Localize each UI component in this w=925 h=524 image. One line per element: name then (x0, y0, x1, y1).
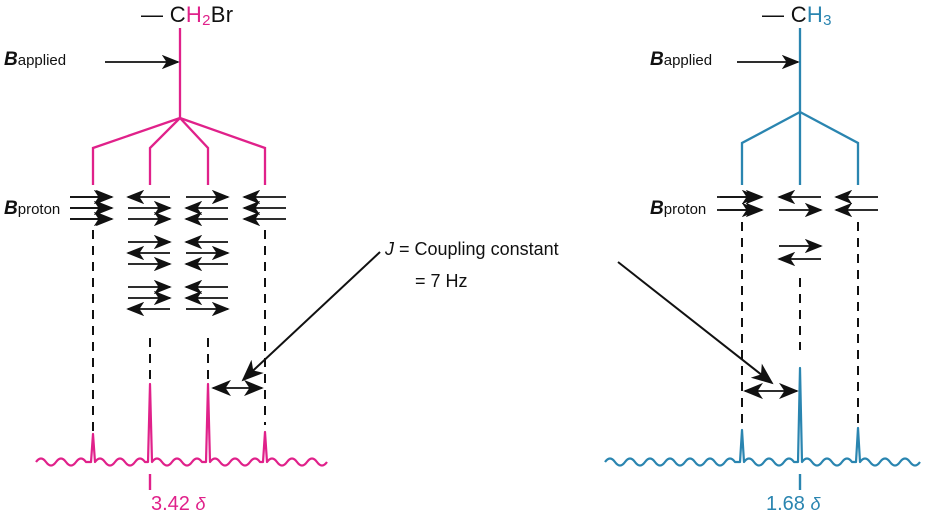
coupling-pointer-arrow-right (617, 261, 774, 385)
right-delta-unit: δ (810, 494, 821, 514)
right-b-applied-symbol: B (650, 49, 664, 70)
coupling-constant-value: = 7 Hz (415, 271, 468, 291)
right-delta-value: 1.68 (766, 493, 805, 515)
coupling-constant-label: J = Coupling constant (385, 240, 559, 258)
left-b-applied-symbol: B (4, 49, 18, 70)
left-delta-value: 3.42 (151, 493, 190, 515)
coupling-j-symbol: J (385, 239, 394, 259)
left-delta-label: 3.42 δ (151, 494, 206, 514)
right-dashed-droplines (741, 222, 859, 428)
left-b-applied-label: Bapplied (4, 50, 66, 69)
right-spectrum-trace (604, 366, 921, 490)
right-delta-label: 1.68 δ (766, 494, 821, 514)
right-splitting-tree (740, 28, 860, 185)
right-formula-colored: H (806, 2, 824, 27)
left-formula-suffix: Br (210, 2, 234, 27)
right-formula: — CH3 (762, 2, 832, 29)
left-formula-prefix: — C (141, 2, 186, 27)
right-spin-group-3 (834, 189, 878, 218)
left-spectrum-trace (35, 382, 328, 490)
left-b-proton-subscript: proton (17, 201, 61, 218)
left-b-applied-subscript: applied (17, 52, 67, 69)
left-b-proton-label: Bproton (4, 199, 60, 218)
left-formula-subscript: 2 (202, 12, 211, 29)
left-delta-unit: δ (195, 494, 206, 514)
right-b-applied-label: Bapplied (650, 50, 712, 69)
right-spin-group-1 (720, 189, 764, 218)
right-b-proton-subscript: proton (663, 201, 707, 218)
right-b-proton-connector (717, 189, 760, 218)
right-b-proton-label: Bproton (650, 199, 706, 218)
left-b-proton-symbol: B (4, 198, 18, 219)
right-b-applied-subscript: applied (663, 52, 713, 69)
left-dashed-droplines (92, 230, 266, 432)
left-formula-colored: H (185, 2, 203, 27)
coupling-pointer-arrow-left (241, 251, 381, 382)
coupling-line1: = Coupling constant (394, 239, 559, 259)
left-spin-group-4 (242, 189, 286, 227)
left-splitting-tree (91, 28, 267, 185)
left-spin-group-3 (184, 189, 230, 317)
left-spin-group-2 (126, 189, 172, 317)
right-b-proton-symbol: B (650, 198, 664, 219)
left-spin-group-1 (70, 189, 114, 227)
right-formula-prefix: — C (762, 2, 807, 27)
right-spin-group-2 (777, 189, 823, 267)
left-formula: — CH2Br (141, 2, 234, 29)
right-formula-subscript: 3 (823, 12, 832, 29)
